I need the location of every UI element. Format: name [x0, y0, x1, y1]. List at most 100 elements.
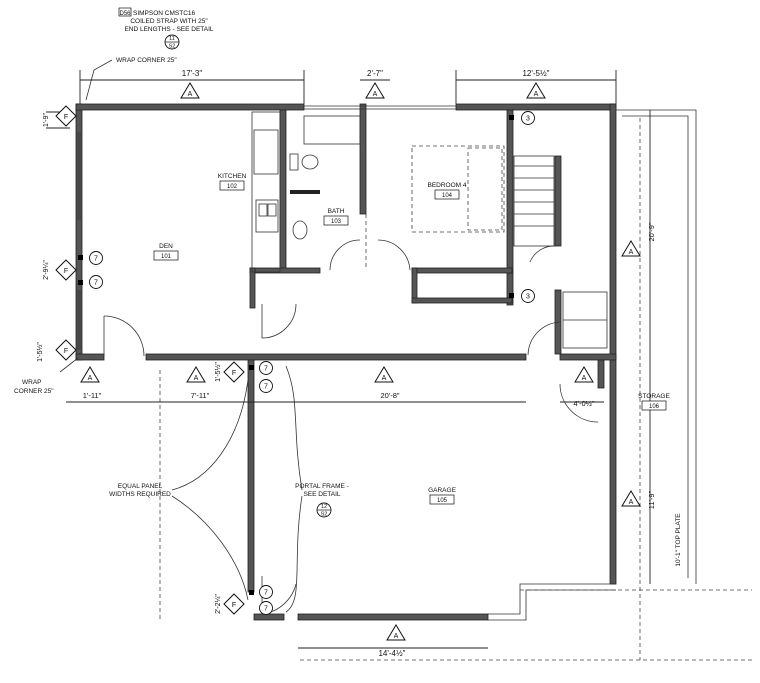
- holddown-tags: 3 3 7 7 7 7 7 7: [89, 111, 535, 615]
- wall-closet2-bottom: [411, 297, 513, 304]
- shear-tag-a: A: [374, 366, 394, 383]
- note-line-1: SIMPSON CMSTC16: [133, 10, 196, 17]
- svg-text:A: A: [629, 249, 634, 256]
- shear-tag-a: A: [621, 240, 641, 257]
- wrap-corner-bottom-2: CORNER 25": [14, 388, 54, 395]
- room-name-garage: GARAGE: [428, 487, 456, 494]
- wall-closet-left: [249, 267, 256, 309]
- wall-garage-bottom-left: [253, 613, 285, 621]
- strap-note: D56 SIMPSON CMSTC16 COILED STRAP WITH 25…: [118, 7, 214, 50]
- svg-text:7: 7: [264, 606, 268, 613]
- note-line-3: END LENGTHS - SEE DETAIL: [124, 26, 213, 33]
- room-name-storage: STORAGE: [638, 393, 670, 400]
- dimension-lines: [46, 70, 651, 649]
- svg-text:A: A: [188, 91, 193, 98]
- svg-text:A: A: [534, 91, 539, 98]
- dim-right-upper: 20'-9": [647, 222, 656, 241]
- wall-left: [75, 103, 83, 361]
- wall-bedroom-bottom: [411, 267, 513, 274]
- equal-panel-2: WIDTHS REQUIRED: [109, 491, 171, 498]
- room-num-den: 101: [161, 254, 172, 260]
- holddown-tag-7: 7: [89, 251, 103, 265]
- wall-bedroom-right: [506, 109, 514, 306]
- top-plate-label: 10'-1" TOP PLATE: [675, 513, 682, 567]
- note-ref-num: 11: [169, 36, 175, 42]
- holddown-tag-7: 7: [259, 379, 273, 393]
- kitchen-fixtures: [251, 111, 281, 273]
- svg-text:F: F: [64, 348, 68, 355]
- svg-text:A: A: [394, 633, 399, 640]
- wall-garage-bottom: [297, 613, 489, 621]
- dim-mid-b: 20'-8": [380, 391, 399, 400]
- room-name-bath: BATH: [328, 208, 345, 215]
- stairs: [513, 155, 608, 349]
- dim-left-top: 1'-9": [43, 113, 50, 127]
- dashed-lines: [159, 118, 752, 661]
- wall-step: [488, 583, 616, 615]
- wall-garage-left: [247, 359, 255, 593]
- room-num-bedroom: 104: [442, 193, 453, 199]
- holddown-tag-3: 3: [521, 111, 535, 125]
- wall-mid-left: [75, 353, 105, 361]
- windows: [77, 105, 456, 350]
- portal-frame-2: SEE DETAIL: [303, 491, 340, 498]
- shear-tag-a: A: [574, 366, 594, 383]
- dim-mid-a: 7'-11": [191, 391, 210, 400]
- svg-text:A: A: [382, 375, 387, 382]
- wrap-corner-bottom-1: WRAP: [22, 379, 42, 386]
- svg-text:7: 7: [264, 590, 268, 597]
- wall-mid: [145, 353, 527, 361]
- holddown-tag-7: 7: [259, 361, 273, 375]
- shear-tag-f: F: [223, 593, 245, 615]
- dimension-labels: 17'-3" 2'-7" 12'-5½" 1'-11" 7'-11" 20'-8…: [36, 69, 682, 658]
- svg-text:F: F: [232, 370, 236, 377]
- room-num-kitchen: 102: [227, 184, 238, 190]
- dim-garage-left: 1'-5½": [214, 362, 222, 382]
- room-num-storage: 106: [649, 404, 660, 410]
- wall-stair: [554, 155, 562, 247]
- holddown-markers: [78, 115, 514, 595]
- svg-text:7: 7: [264, 366, 268, 373]
- tub-icon: [303, 115, 361, 145]
- holddown-tag-7: 7: [89, 275, 103, 289]
- note-ref-sheet: S2: [169, 44, 176, 50]
- dim-left-low: 1'-5½": [36, 342, 44, 362]
- dim-mid-left: 1'-11": [83, 391, 102, 400]
- walls: [75, 103, 617, 621]
- room-name-bedroom: BEDROOM 4: [427, 182, 466, 189]
- svg-text:3: 3: [526, 116, 530, 123]
- portal-frame-1: PORTAL FRAME -: [295, 483, 349, 490]
- shear-tag-a: A: [365, 82, 385, 99]
- wall-bath-left: [279, 109, 287, 273]
- bath-fixtures: [289, 115, 367, 268]
- dim-bottom: 14'-4½": [378, 649, 405, 658]
- shear-tag-a: A: [386, 624, 406, 641]
- toilet-icon: [301, 154, 319, 170]
- dim-right-lower: 11'-9": [647, 490, 656, 509]
- dim-garage-bottom-left: 2'-2¼": [215, 594, 222, 614]
- wall-right: [609, 103, 617, 585]
- shear-tag-a: A: [621, 490, 641, 507]
- shear-tag-a: A: [186, 366, 206, 383]
- dim-top-right: 12'-5½": [522, 69, 549, 78]
- svg-text:7: 7: [94, 280, 98, 287]
- dim-left-mid: 2'-9¼": [43, 260, 50, 280]
- holddown-tag-7: 7: [259, 585, 273, 599]
- shear-tag-f: F: [55, 259, 77, 281]
- note-line-2: COILED STRAP WITH 25": [130, 18, 208, 25]
- svg-text:F: F: [64, 268, 68, 275]
- shear-tag-a: A: [180, 82, 200, 99]
- portal-ref-sheet: S2: [321, 512, 328, 518]
- svg-text:7: 7: [264, 384, 268, 391]
- room-name-kitchen: KITCHEN: [218, 173, 247, 180]
- wall-top-right: [455, 103, 617, 111]
- shear-tag-f: F: [223, 361, 245, 383]
- wall-top-left: [75, 103, 305, 111]
- shear-tag-a: A: [526, 82, 546, 99]
- svg-text:3: 3: [526, 294, 530, 301]
- svg-text:A: A: [629, 499, 634, 506]
- wall-mid-right: [559, 353, 617, 361]
- wall-storage: [597, 359, 605, 389]
- room-labels: KITCHEN 102 BATH 103 BEDROOM 4 104 DEN 1…: [153, 173, 670, 505]
